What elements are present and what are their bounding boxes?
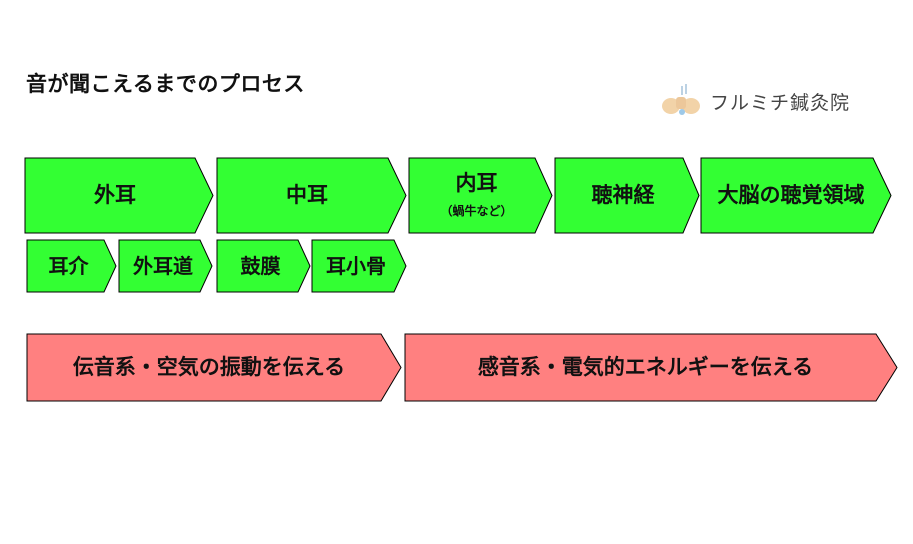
arrow-eardrum bbox=[216, 239, 311, 293]
arrow-sensorineural bbox=[404, 333, 898, 402]
label-auditory-cortex: 大脳の聴覚領域 bbox=[717, 182, 865, 207]
arrow-ossicles bbox=[311, 239, 407, 293]
arrow-conductive bbox=[26, 333, 402, 402]
label-auditory-nerve: 聴神経 bbox=[591, 182, 655, 207]
label-inner-ear-sub: （蝸牛など） bbox=[440, 203, 513, 218]
arrow-auricle bbox=[26, 239, 117, 293]
label-sensorineural: 感音系・電気的エネルギーを伝える bbox=[477, 354, 814, 379]
label-conductive: 伝音系・空気の振動を伝える bbox=[72, 354, 346, 379]
label-ear-canal: 外耳道 bbox=[133, 254, 193, 278]
logo: フルミチ鍼灸院 bbox=[658, 80, 858, 124]
label-ossicles: 耳小骨 bbox=[326, 254, 386, 278]
page-title: 音が聞こえるまでのプロセス bbox=[26, 72, 305, 96]
hands-logo-icon bbox=[662, 84, 700, 115]
logo-text: フルミチ鍼灸院 bbox=[710, 92, 851, 114]
arrow-inner-ear bbox=[408, 157, 553, 234]
arrow-outer-ear bbox=[24, 157, 214, 234]
arrow-ear-canal bbox=[118, 239, 213, 293]
label-eardrum: 鼓膜 bbox=[240, 254, 281, 278]
label-inner-ear: 内耳 （蝸牛など） bbox=[440, 171, 513, 218]
label-middle-ear: 中耳 bbox=[286, 182, 328, 207]
label-outer-ear: 外耳 bbox=[94, 182, 136, 207]
arrow-auditory-nerve bbox=[554, 157, 700, 234]
label-auricle: 耳介 bbox=[48, 254, 89, 278]
arrow-middle-ear bbox=[216, 157, 407, 234]
arrow-auditory-cortex bbox=[700, 157, 892, 234]
